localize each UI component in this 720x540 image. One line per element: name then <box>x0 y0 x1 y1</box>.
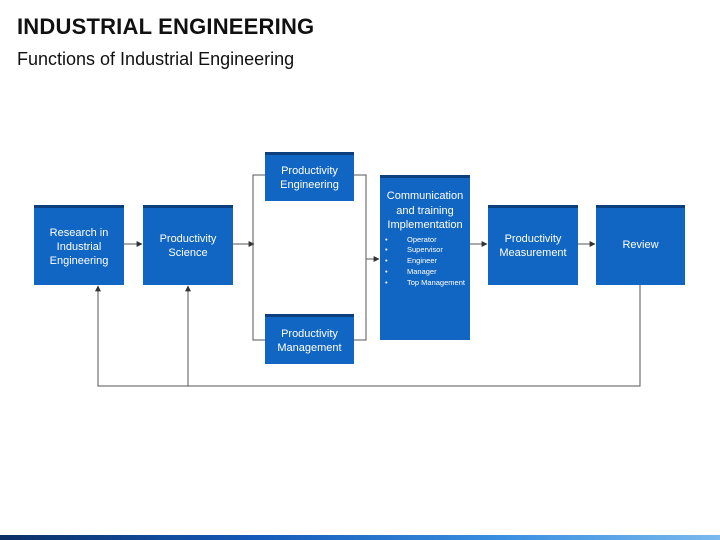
list-item: Top Management <box>380 278 470 289</box>
communication-audience-list: Operator Supervisor Engineer Manager Top… <box>380 235 470 289</box>
node-research-label: Research in Industrial Engineering <box>49 226 109 267</box>
list-item: Manager <box>380 267 470 278</box>
list-item: Supervisor <box>380 245 470 256</box>
node-communication: Communication and training Implementatio… <box>380 175 470 340</box>
node-review: Review <box>596 205 685 285</box>
node-productivity-measurement: Productivity Measurement <box>488 205 578 285</box>
node-communication-title: Communication and training Implementatio… <box>386 190 464 231</box>
slide-subtitle: Functions of Industrial Engineering <box>17 49 295 69</box>
node-productivity-engineering-label: Productivity Engineering <box>280 165 339 191</box>
node-productivity-science: Productivity Science <box>143 205 233 285</box>
footer-accent-bar <box>0 535 720 540</box>
node-research: Research in Industrial Engineering <box>34 205 124 285</box>
node-productivity-engineering: Productivity Engineering <box>265 152 354 201</box>
list-item: Operator <box>380 235 470 246</box>
branch-right-bracket <box>354 174 367 341</box>
node-productivity-measurement-label: Productivity Measurement <box>499 233 567 259</box>
node-productivity-management-label: Productivity Management <box>277 327 342 354</box>
list-item: Engineer <box>380 256 470 267</box>
node-productivity-management: Productivity Management <box>265 314 354 364</box>
node-review-label: Review <box>622 239 659 251</box>
slide-title: INDUSTRIAL ENGINEERING <box>17 14 315 39</box>
branch-left-bracket <box>252 174 265 341</box>
node-productivity-science-label: Productivity Science <box>159 233 217 259</box>
feedback-loop <box>95 285 641 387</box>
